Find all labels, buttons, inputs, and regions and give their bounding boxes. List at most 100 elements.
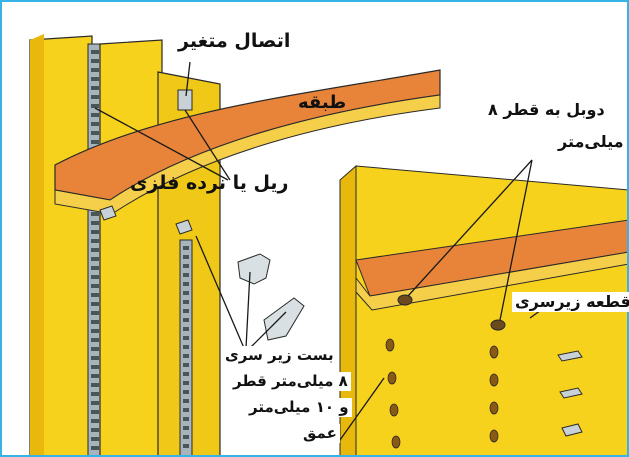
rail-slot [91,347,99,351]
rail-slot [183,408,189,412]
rail-slot [183,372,189,376]
label-bracket-line3: و ۱۰ میلی‌متر [246,398,352,417]
rail-slot [91,212,99,216]
rail-slot [91,374,99,378]
rail-slot [91,266,99,270]
side-hole [489,345,499,359]
middle-back-panel [99,39,163,457]
shelf-clip-1 [99,205,117,221]
rail-slot [183,390,189,394]
side-hole [489,401,499,415]
rail-slot [91,50,99,54]
loose-bracket-1 [237,253,271,285]
lower-shelf [355,219,629,297]
rail-slot [91,257,99,261]
lower-shelf-edge [355,251,629,311]
dowel-pin-2 [490,319,506,331]
rail-slot [91,329,99,333]
rail-slot [91,320,99,324]
rail-slot [183,354,189,358]
side-hole [385,338,395,352]
rail-slot [91,401,99,405]
rail-slot [183,318,189,322]
rail-slot [91,338,99,342]
dowel-pin-1 [397,294,413,306]
support-piece-2 [559,387,583,399]
rail-slot [183,327,189,331]
loose-bracket-2 [263,297,305,341]
rail-slot [91,311,99,315]
rail-slot [91,365,99,369]
label-metal-rail: ریل یا نرده فلزی [130,172,289,194]
label-bracket-line2: ۸ میلی‌متر قطر [230,372,351,391]
rail-slot [183,246,189,250]
rail-slot [183,309,189,313]
rail-slot [91,302,99,306]
rail-slot [183,291,189,295]
rail-slot [183,363,189,367]
rail-slot [91,410,99,414]
rail-slot [183,336,189,340]
rail-slots-right [183,246,189,448]
rail-slot [91,140,99,144]
rail-slot [91,383,99,387]
rail-slot [183,273,189,277]
rail-slot [91,437,99,441]
rail-slot [91,104,99,108]
rail-slot [183,381,189,385]
rail-slot [91,122,99,126]
leader-lines [94,61,556,441]
label-bracket-line4: عمق [300,424,340,443]
rail-slot [183,255,189,259]
label-variable-joint: اتصال متغیر [178,30,291,52]
shelf-clip-2 [175,219,193,235]
rail-slot [91,77,99,81]
side-hole [489,373,499,387]
rail-slot [183,300,189,304]
side-hole [389,403,399,417]
label-shelf: طبقه [298,92,347,113]
left-back-panel-edge [30,34,44,457]
rail-slot [91,356,99,360]
support-piece-1 [557,350,583,362]
rail-slot [183,435,189,439]
label-dowel-line2: میلی‌متر [555,132,627,152]
rail-slot [91,95,99,99]
rail-slot [91,248,99,252]
rail-slot [91,239,99,243]
rail-slot [91,59,99,63]
rail-slot [91,446,99,450]
rail-slot [183,345,189,349]
rail-slot [91,284,99,288]
rail-slot [183,417,189,421]
side-hole [489,429,499,443]
rail-slot [91,230,99,234]
rail-slot [91,131,99,135]
rail-slot [91,221,99,225]
rail-slot [91,392,99,396]
rail-slot [91,68,99,72]
side-hole [387,371,397,385]
label-dowel-line1: دوبل به قطر ۸ [485,100,608,120]
variable-joint-bracket [177,89,193,111]
rail-slot [183,399,189,403]
label-bracket-line1: بست زیر سری [222,346,337,365]
rail-slot [91,86,99,90]
rail-slot [91,293,99,297]
rail-slot [183,264,189,268]
label-shelf-support: قطعه زیرسری [512,292,629,312]
side-holes [385,338,499,449]
rail-slot [91,419,99,423]
rail-slot [91,428,99,432]
upper-shelf-edge [54,94,441,215]
rail-slot [91,275,99,279]
rail-slot [183,426,189,430]
support-piece-3 [561,423,583,437]
side-hole [391,435,401,449]
rail-slot [183,444,189,448]
rail-slot [91,113,99,117]
rail-slot [183,282,189,286]
